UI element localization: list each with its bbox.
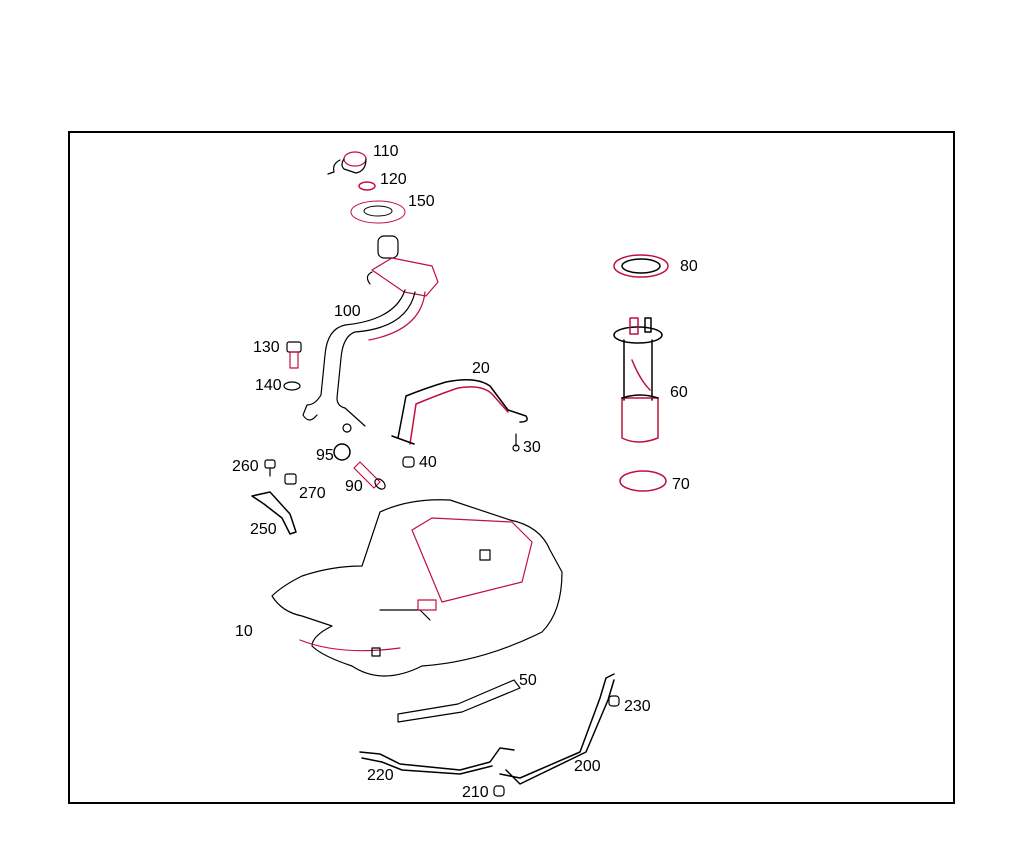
part-label-270[interactable]: 270 (299, 485, 326, 502)
seal-ring-icon (358, 181, 376, 191)
part-label-210[interactable]: 210 (462, 784, 489, 801)
front-strap-icon (359, 747, 515, 775)
hose-icon (353, 461, 386, 490)
part-label-95[interactable]: 95 (316, 447, 334, 464)
part-label-260[interactable]: 260 (232, 458, 259, 475)
small-bracket-icon (251, 491, 297, 535)
part-label-50[interactable]: 50 (519, 672, 537, 689)
part-label-140[interactable]: 140 (255, 377, 282, 394)
washer-icon (283, 381, 301, 391)
part-label-100[interactable]: 100 (334, 303, 361, 320)
strap-nut-icon (493, 785, 505, 797)
part-label-80[interactable]: 80 (680, 258, 698, 275)
clip-nut-icon (608, 695, 620, 707)
small-bolt-icon (264, 459, 276, 477)
fuel-cap-icon (327, 151, 367, 175)
nut-icon (402, 456, 415, 468)
part-label-130[interactable]: 130 (253, 339, 280, 356)
part-label-60[interactable]: 60 (670, 384, 688, 401)
part-label-230[interactable]: 230 (624, 698, 651, 715)
part-label-10[interactable]: 10 (235, 623, 253, 640)
part-label-70[interactable]: 70 (672, 476, 690, 493)
part-label-150[interactable]: 150 (408, 193, 435, 210)
tank-strap-icon (397, 679, 521, 723)
part-label-220[interactable]: 220 (367, 767, 394, 784)
screw-icon (512, 433, 520, 452)
hex-nut-icon (284, 473, 297, 485)
part-label-90[interactable]: 90 (345, 478, 363, 495)
fuel-pump-module-icon (613, 317, 663, 443)
hose-clamp-icon (333, 443, 351, 461)
lock-ring-icon (613, 254, 669, 278)
part-label-200[interactable]: 200 (574, 758, 601, 775)
part-label-30[interactable]: 30 (523, 439, 541, 456)
part-label-20[interactable]: 20 (472, 360, 490, 377)
fuel-tank-icon (271, 499, 563, 677)
bolt-icon (286, 341, 302, 369)
part-label-120[interactable]: 120 (380, 171, 407, 188)
strap-bracket-icon (391, 379, 528, 445)
o-ring-icon (619, 470, 667, 492)
long-strap-icon (499, 673, 615, 785)
diagram-frame (68, 131, 955, 804)
part-label-110[interactable]: 110 (373, 143, 399, 160)
part-label-40[interactable]: 40 (419, 454, 437, 471)
gasket-plate-icon (350, 200, 406, 224)
filler-neck-icon (302, 235, 439, 433)
part-label-250[interactable]: 250 (250, 521, 277, 538)
